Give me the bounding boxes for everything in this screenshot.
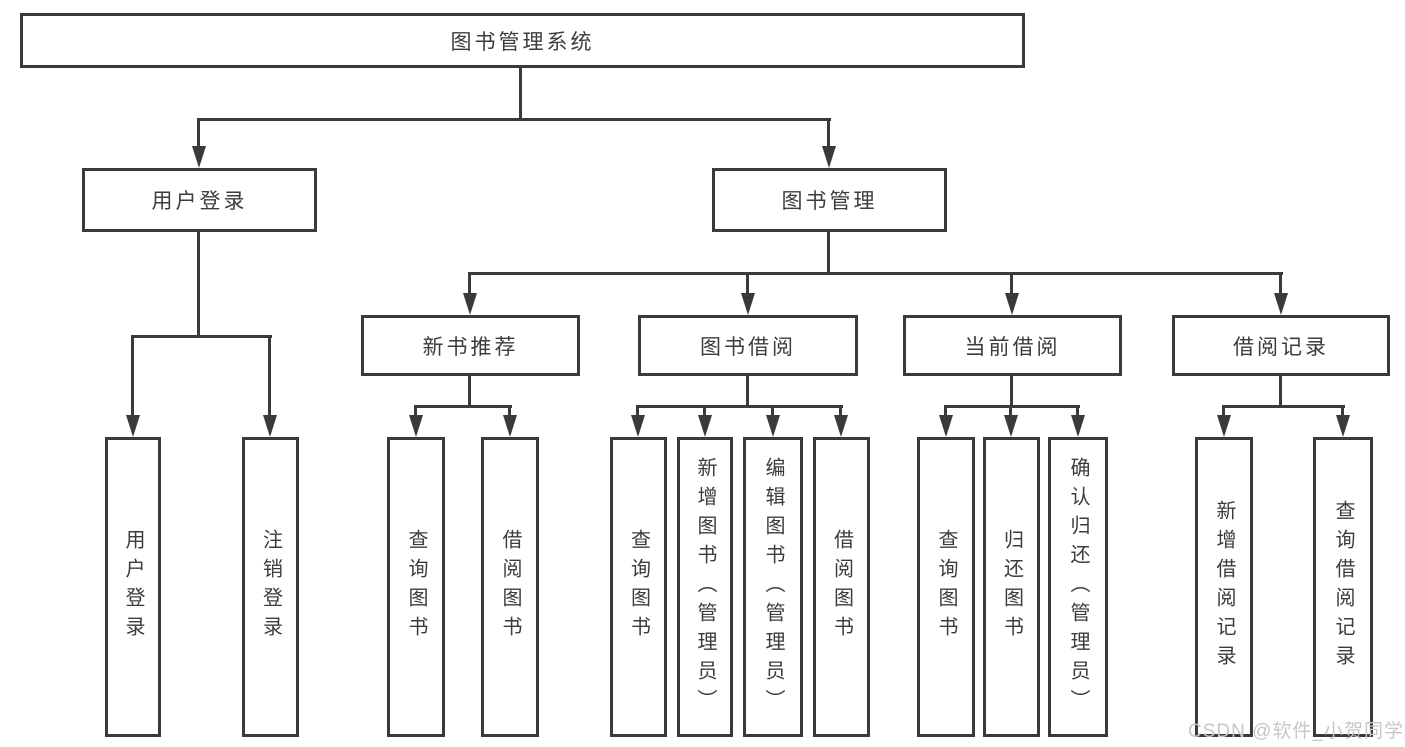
edge-level3-stub <box>746 272 749 296</box>
edge-user-login-hbar <box>131 335 272 338</box>
edge-records-drop <box>1279 376 1282 407</box>
arrowhead-icon <box>1336 415 1350 437</box>
leaf-add-borrow-record: 新增借阅记录 <box>1195 437 1253 737</box>
arrowhead-icon <box>463 293 477 315</box>
edge-root-drop <box>519 68 522 120</box>
edge-borrowing-hbar <box>636 405 843 408</box>
leaf-logout: 注销登录 <box>242 437 299 737</box>
arrowhead-icon <box>939 415 953 437</box>
arrowhead-icon <box>409 415 423 437</box>
edge-leaf-stub <box>131 335 134 419</box>
arrowhead-icon <box>263 415 277 437</box>
arrowhead-icon <box>1004 415 1018 437</box>
leaf-return-books: 归还图书 <box>983 437 1040 737</box>
edge-borrowing-drop <box>746 376 749 407</box>
edge-recommend-hbar <box>414 405 512 408</box>
leaf-borrow-books-recommend: 借阅图书 <box>481 437 539 737</box>
arrowhead-icon <box>1071 415 1085 437</box>
edge-current-hbar <box>944 405 1080 408</box>
arrowhead-icon <box>1217 415 1231 437</box>
node-new-book-recommend: 新书推荐 <box>361 315 580 376</box>
edge-leaf-stub <box>636 405 639 419</box>
edge-leaf-stub <box>1076 405 1079 419</box>
edge-current-drop <box>1010 376 1013 407</box>
arrowhead-icon <box>631 415 645 437</box>
arrowhead-icon <box>503 415 517 437</box>
node-current-borrowing: 当前借阅 <box>903 315 1122 376</box>
edge-level3-stub <box>468 272 471 296</box>
edge-level3-stub <box>1010 272 1013 296</box>
node-book-management: 图书管理 <box>712 168 947 232</box>
edge-level3-stub <box>1279 272 1282 296</box>
edge-user-login-drop <box>197 232 200 337</box>
edge-leaf-stub <box>944 405 947 419</box>
arrowhead-icon <box>766 415 780 437</box>
edge-leaf-stub <box>1222 405 1225 419</box>
arrowhead-icon <box>1274 293 1288 315</box>
arrowhead-icon <box>192 146 206 168</box>
arrowhead-icon <box>741 293 755 315</box>
edge-leaf-stub <box>268 335 271 419</box>
leaf-query-books-borrowing: 查询图书 <box>610 437 667 737</box>
edge-leaf-stub <box>703 405 706 419</box>
node-user-login: 用户登录 <box>82 168 317 232</box>
leaf-query-books-current: 查询图书 <box>917 437 975 737</box>
edge-user-login-stub <box>197 118 200 148</box>
leaf-confirm-return-admin: 确认归还（管理员） <box>1048 437 1108 737</box>
leaf-edit-books-admin: 编辑图书（管理员） <box>743 437 803 737</box>
leaf-add-books-admin: 新增图书（管理员） <box>677 437 733 737</box>
edge-level2-hbar <box>197 118 831 121</box>
leaf-query-books-recommend: 查询图书 <box>387 437 445 737</box>
edge-leaf-stub <box>1009 405 1012 419</box>
arrowhead-icon <box>834 415 848 437</box>
leaf-query-borrow-record: 查询借阅记录 <box>1313 437 1373 737</box>
edge-leaf-stub <box>771 405 774 419</box>
arrowhead-icon <box>1005 293 1019 315</box>
leaf-borrow-books-borrowing: 借阅图书 <box>813 437 870 737</box>
edge-leaf-stub <box>414 405 417 419</box>
edge-recommend-drop <box>468 376 471 407</box>
edge-book-management-stub <box>827 118 830 148</box>
edge-leaf-stub <box>1341 405 1344 419</box>
edge-book-management-drop <box>827 232 830 272</box>
node-book-borrowing: 图书借阅 <box>638 315 858 376</box>
arrowhead-icon <box>126 415 140 437</box>
arrowhead-icon <box>698 415 712 437</box>
node-borrowing-records: 借阅记录 <box>1172 315 1390 376</box>
edge-leaf-stub <box>839 405 842 419</box>
edge-level3-hbar <box>469 272 1283 275</box>
edge-leaf-stub <box>508 405 511 419</box>
leaf-user-login: 用户登录 <box>105 437 161 737</box>
watermark: CSDN @软件_小贺同学 <box>1188 721 1404 742</box>
node-library-management-system: 图书管理系统 <box>20 13 1025 68</box>
arrowhead-icon <box>822 146 836 168</box>
edge-records-hbar <box>1222 405 1345 408</box>
